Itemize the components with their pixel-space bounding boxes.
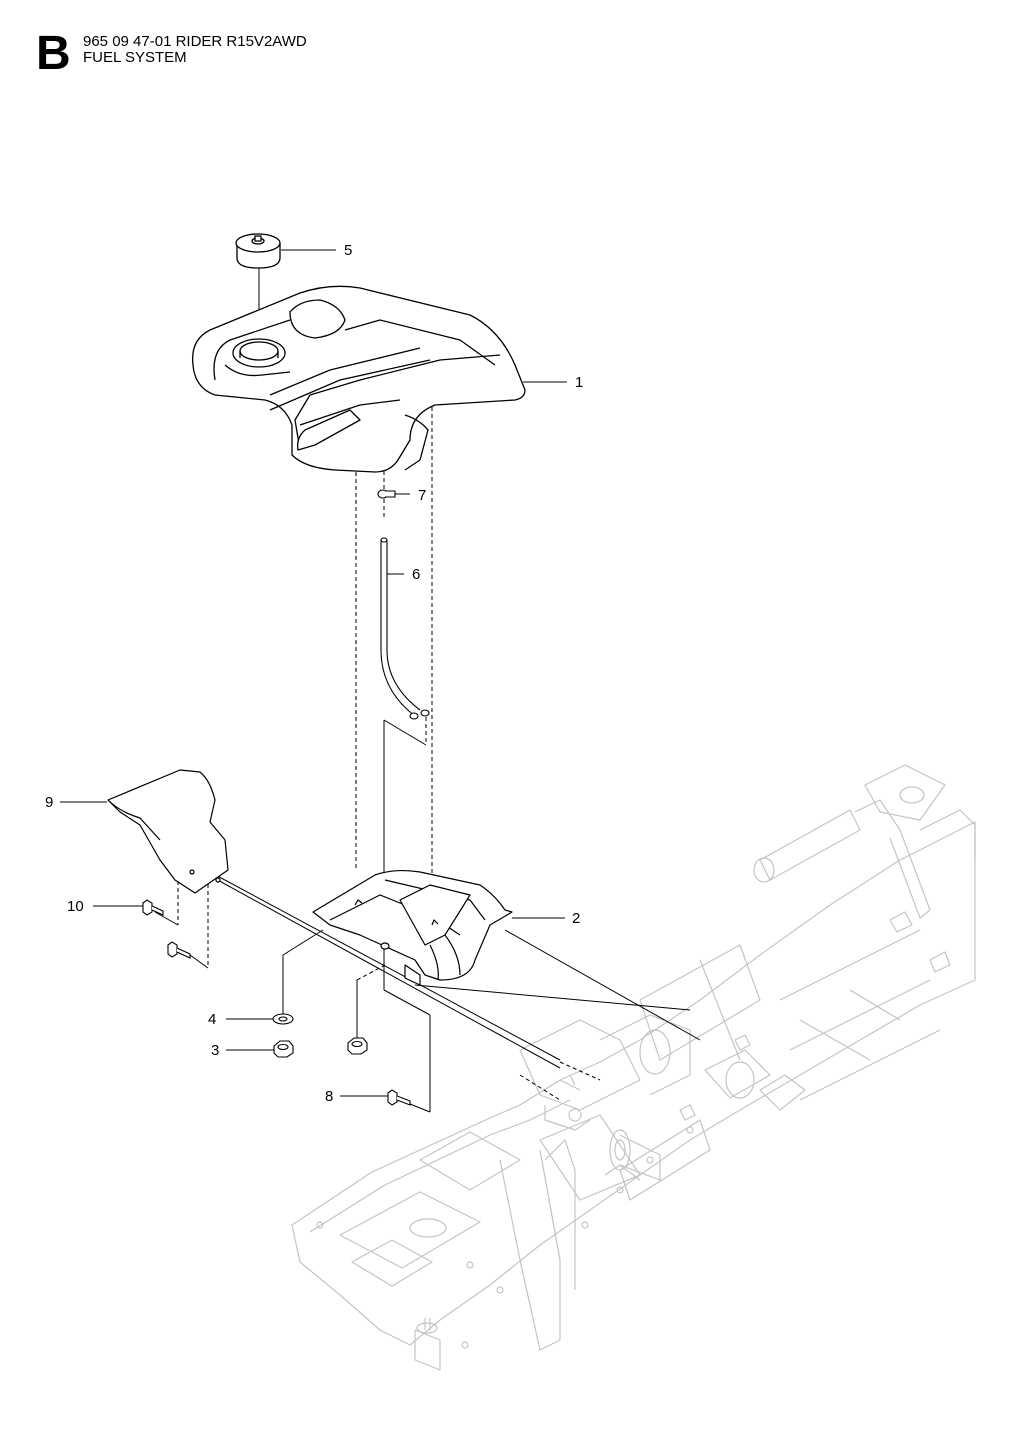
system-title: FUEL SYSTEM: [83, 49, 187, 66]
callout-number: 10: [67, 898, 84, 915]
tank-bracket-part: [312, 869, 513, 986]
bolt-10-parts: [142, 899, 191, 959]
callout-number: 1: [575, 374, 583, 391]
callout-2: 2: [512, 910, 580, 927]
callout-number: 9: [45, 794, 53, 811]
fuel-shield-part: [107, 769, 229, 894]
callout-number: 3: [211, 1042, 219, 1059]
callout-number: 5: [344, 242, 352, 259]
callout-9: 9: [45, 794, 107, 811]
callout-5: 5: [281, 242, 352, 259]
callout-4: 4: [208, 1011, 273, 1028]
callout-number: 6: [412, 566, 420, 583]
callout-number: 8: [325, 1088, 333, 1105]
chassis-frame: [291, 764, 976, 1371]
section-letter: B: [36, 27, 71, 80]
callout-7: 7: [395, 487, 426, 504]
callout-number: 2: [572, 910, 580, 927]
callout-3: 3: [211, 1042, 274, 1059]
callout-number: 7: [418, 487, 426, 504]
callout-6: 6: [387, 566, 420, 583]
hose-clamp-part: [377, 489, 396, 499]
fuel-cap-part: [235, 233, 281, 269]
bolt-8-part: [387, 1089, 411, 1106]
nut-part: [273, 1037, 368, 1058]
washer-part: [272, 1013, 294, 1025]
model-title: 965 09 47-01 RIDER R15V2AWD: [83, 33, 307, 50]
callout-number: 4: [208, 1011, 216, 1028]
callout-10: 10: [67, 898, 143, 915]
callout-1: 1: [523, 374, 583, 391]
assembly-lines: [154, 262, 701, 1113]
fuel-hose-part: [380, 537, 430, 720]
fuel-tank-part: [191, 285, 526, 473]
callout-8: 8: [325, 1088, 388, 1105]
